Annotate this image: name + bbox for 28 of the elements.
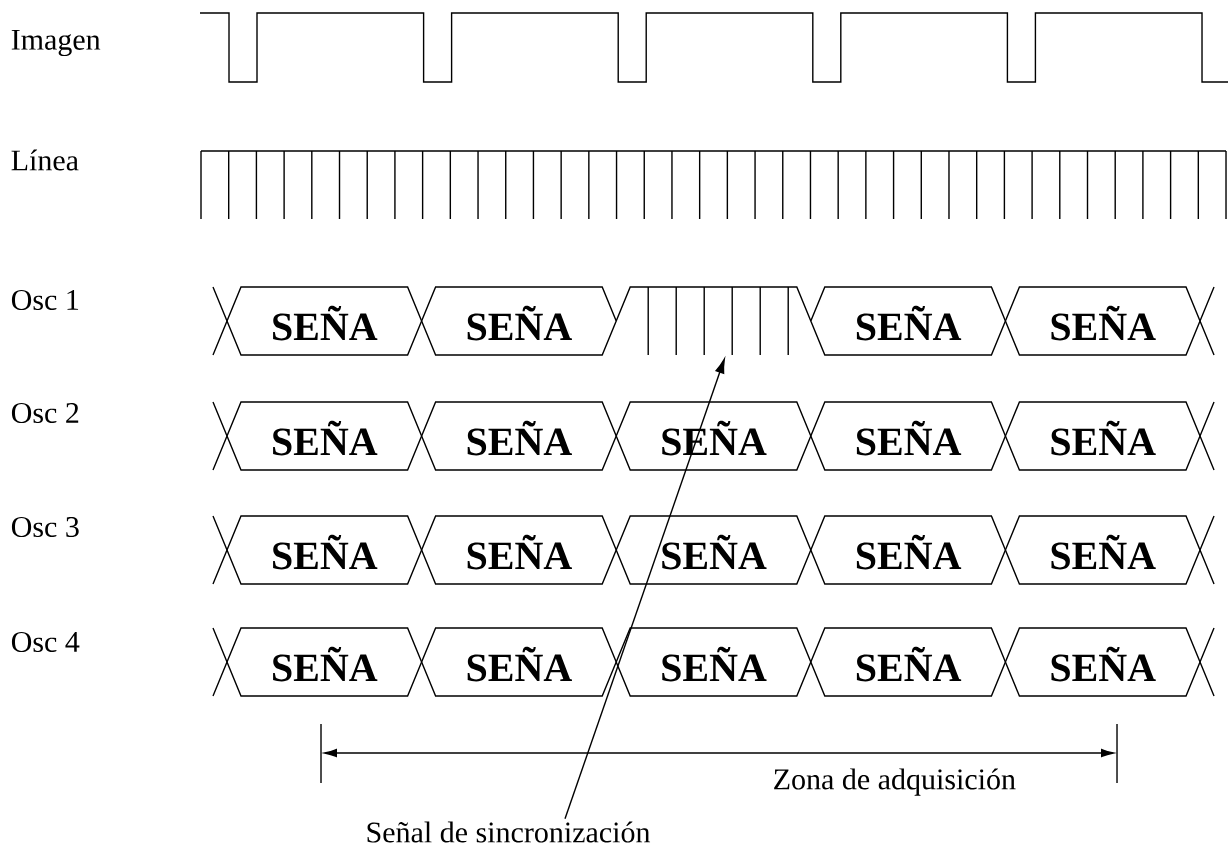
signal-name: Imagen [11,29,101,57]
data-hexagon: SEÑA [420,627,617,697]
data-hexagon: SEÑA [1004,286,1201,356]
signal-name: Osc 4 [11,631,80,653]
data-hexagon: SEÑA [810,515,1007,585]
data-hexagon: SEÑA [1004,515,1201,585]
signal-name: Osc 2 [11,402,79,424]
data-hexagon: SEÑA [226,401,423,471]
dimension-label: Zona de adquisición [774,768,1016,796]
data-hexagon: SEÑA [615,515,812,585]
data-hexagon: SEÑA [810,401,1007,471]
data-hexagon: SEÑA [420,401,617,471]
signal-name: Osc 1 [11,289,79,311]
sync-pulses [615,286,812,356]
leader-arrow [564,358,725,820]
data-hexagon: SEÑA [420,515,617,585]
data-hexagon: SEÑA [226,286,423,356]
data-hexagon: SEÑA [420,286,617,356]
data-hexagon: SEÑA [615,627,812,697]
signal-name: Línea [11,149,79,171]
data-hexagon: SEÑA [226,627,423,697]
callout-text: Señal de sincronización [367,821,651,843]
data-hexagon: SEÑA [810,627,1007,697]
signal-name: Osc 3 [11,516,79,538]
data-hexagon: SEÑA [1004,627,1201,697]
data-hexagon: SEÑA [226,515,423,585]
data-hexagon: SEÑA [810,286,1007,356]
data-hexagon: SEÑA [1004,401,1201,471]
